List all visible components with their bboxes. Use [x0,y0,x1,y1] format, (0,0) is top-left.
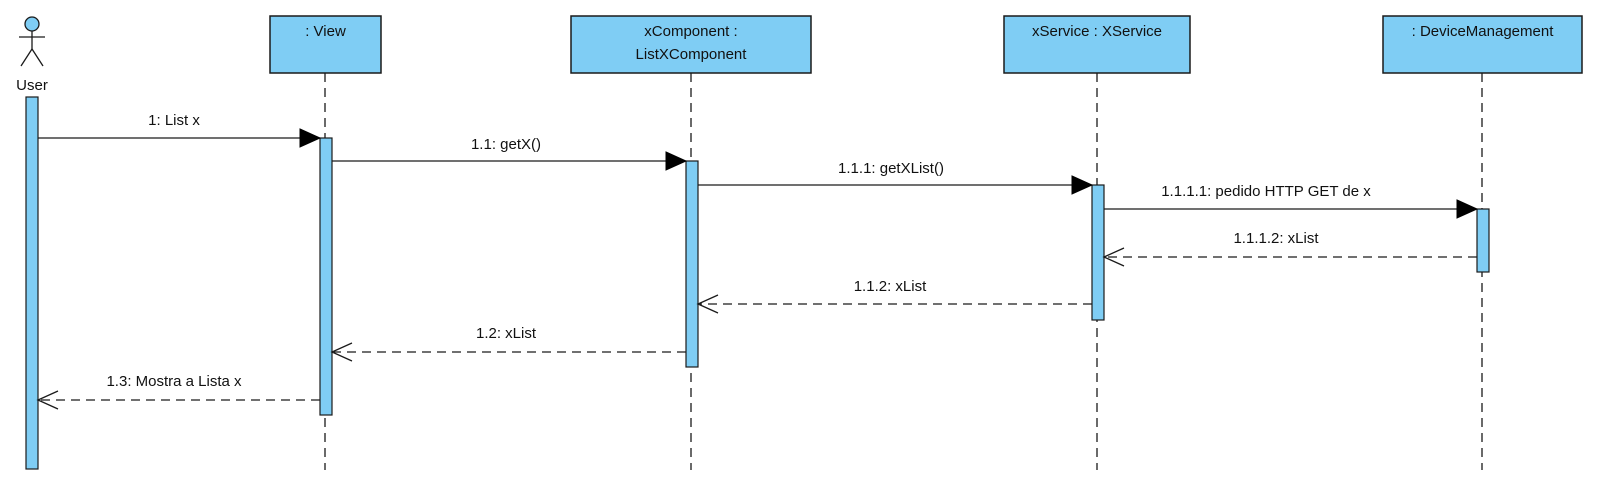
participant-label: xService : XService [1032,23,1162,40]
arrowhead-filled [665,151,688,171]
participant-box [1003,15,1191,74]
participant-box [269,15,382,74]
message-label: 1.3: Mostra a Lista x [106,373,242,390]
message-1-1: 1.1: getX() [332,136,688,171]
message-label: 1: List x [148,112,200,129]
participant-service[interactable]: xService : XService [1003,15,1191,74]
message-label: 1.1.1: getXList() [838,160,944,177]
actor-activation [25,96,39,470]
participant-box [570,15,812,74]
arrowhead-filled [1071,175,1094,195]
actor-user[interactable]: User [16,16,48,94]
participant-device[interactable]: : DeviceManagement [1382,15,1583,74]
participant-label-line1: xComponent : [644,23,737,40]
participant-label: : View [305,23,346,40]
message-1-1-1: 1.1.1: getXList() [698,160,1094,195]
message-label: 1.2: xList [476,325,537,342]
message-1-1-1-1: 1.1.1.1: pedido HTTP GET de x [1104,183,1479,219]
message-1-3: 1.3: Mostra a Lista x [36,373,320,410]
actor-head [24,16,40,32]
message-label: 1.1.1.1: pedido HTTP GET de x [1161,183,1371,200]
actor-right-leg [31,48,44,67]
message-1: 1: List x [38,112,322,148]
arrowhead-open [36,390,59,410]
message-1-1-1-2: 1.1.1.2: xList [1102,230,1477,267]
arrowhead-filled [1456,199,1479,219]
arrowhead-open [696,294,719,314]
arrowhead-open [330,342,353,362]
message-label: 1.1.2: xList [854,278,927,295]
actor-left-leg [20,48,33,67]
activation-component [685,160,699,368]
participant-box [1382,15,1583,74]
message-label: 1.1.1.2: xList [1233,230,1319,247]
activation-service [1091,184,1105,321]
activation-view [319,137,333,416]
message-1-2: 1.2: xList [330,325,686,362]
participant-label: : DeviceManagement [1412,23,1555,40]
actor-name: User [16,77,48,94]
arrowhead-open [1102,247,1125,267]
activation-device [1476,208,1490,273]
arrowhead-filled [299,128,322,148]
message-label: 1.1: getX() [471,136,541,153]
participant-label-line2: ListXComponent [636,46,748,63]
participant-component[interactable]: xComponent : ListXComponent [570,15,812,74]
message-1-1-2: 1.1.2: xList [696,278,1092,314]
participant-view[interactable]: : View [269,15,382,74]
